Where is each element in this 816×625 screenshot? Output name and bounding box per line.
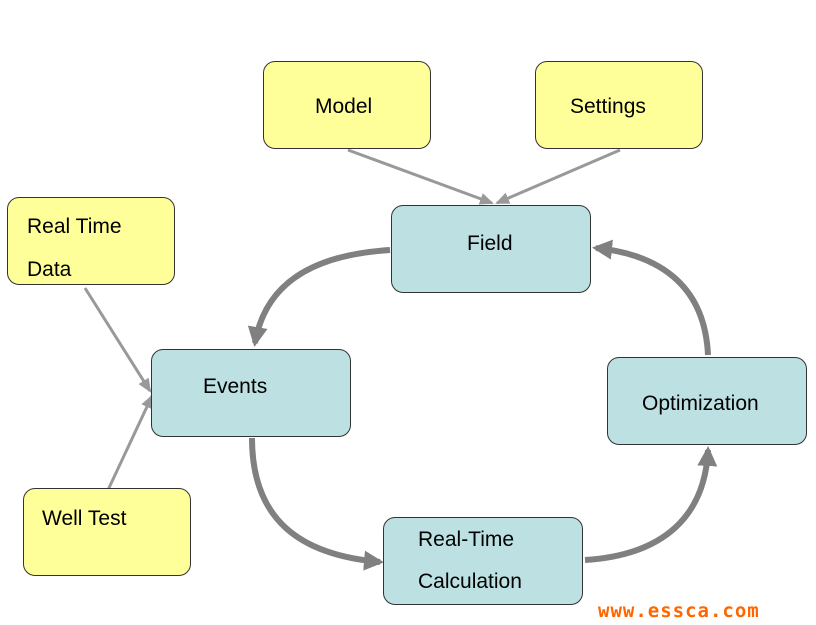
settings-label: Settings <box>570 95 646 118</box>
optimization-label: Optimization <box>642 392 759 415</box>
settings-box: Settings <box>535 61 703 149</box>
model-box: Model <box>263 61 431 149</box>
arrow-field-to-events <box>247 247 391 347</box>
model-label: Model <box>315 95 373 118</box>
arrow-calculation-to-optimization <box>584 446 718 563</box>
real-time-calculation-label-line-2: Calculation <box>418 570 522 593</box>
optimization-box: Optimization <box>607 357 807 445</box>
well-test-label: Well Test <box>42 507 127 530</box>
arrow-real-time-data-to-events <box>83 287 152 393</box>
well-test-box: Well Test <box>23 488 191 576</box>
watermark-text: www.essca.com <box>598 600 760 622</box>
arrow-well-test-to-events <box>106 394 154 491</box>
arrow-settings-to-field <box>495 148 621 205</box>
events-label: Events <box>203 375 268 398</box>
real-time-calculation-box: Real-Time Calculation <box>383 517 583 605</box>
real-time-data-label-line-2: Data <box>27 258 72 281</box>
arrow-optimization-to-field <box>592 239 711 356</box>
real-time-data-label-line-1: Real Time <box>27 215 122 238</box>
field-label: Field <box>467 232 513 255</box>
arrow-events-to-calculation <box>249 437 384 571</box>
field-box: Field <box>391 205 591 293</box>
real-time-calculation-label-line-1: Real-Time <box>418 528 515 551</box>
events-box: Events <box>151 349 351 437</box>
real-time-data-box: Real Time Data <box>7 197 175 285</box>
arrow-model-to-field <box>347 148 494 205</box>
